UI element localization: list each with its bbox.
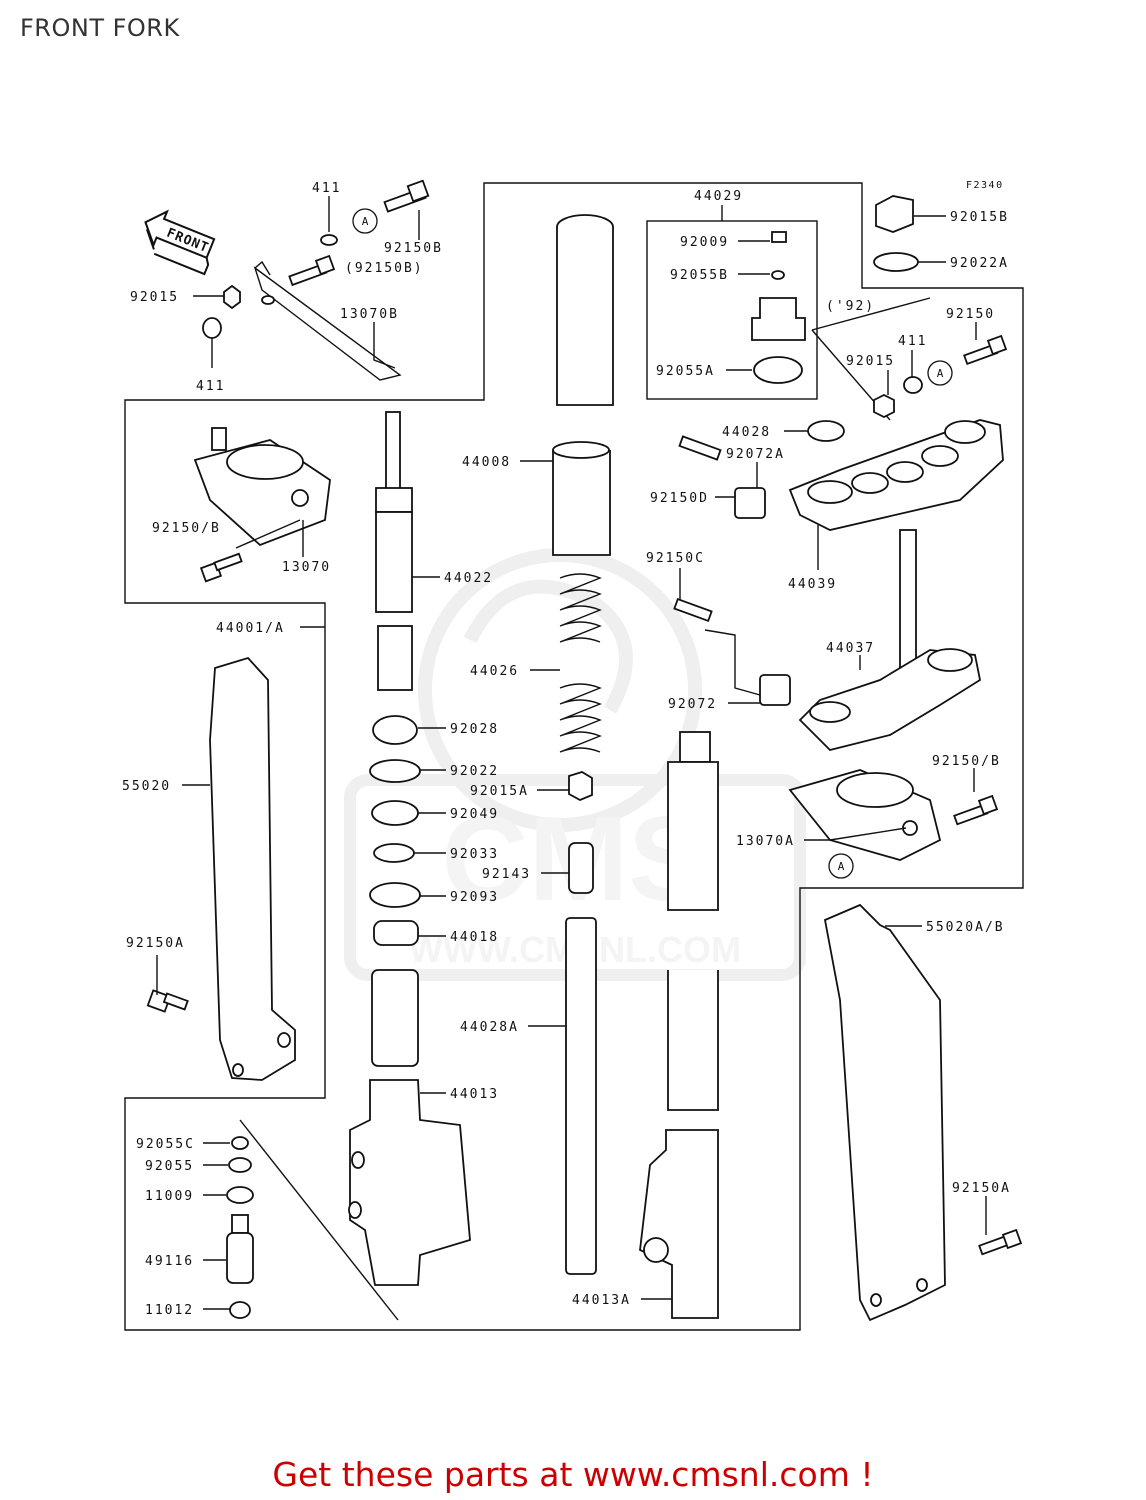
year-variant-note: ('92) xyxy=(826,299,875,314)
reference-marker-a-2: A xyxy=(927,360,953,386)
main-frame-outline xyxy=(124,182,1024,1331)
fork-guard-55020ab-drawing xyxy=(823,903,1023,1322)
part-label: 92022A xyxy=(950,256,1009,271)
part-label: 44013A xyxy=(572,1293,631,1308)
front-direction-arrow: FRONT xyxy=(144,209,216,276)
part-label: 13070B xyxy=(340,307,399,322)
part-label: 44026 xyxy=(470,664,519,679)
part-label: 13070 xyxy=(282,560,331,575)
exploded-parts-diagram: CMS WWW.CMSNL.COM F2340 FRONT ('92) A A … xyxy=(122,179,1024,1331)
part-label: 44001/A xyxy=(216,621,285,636)
lower-clamp-13070a-drawing xyxy=(788,769,999,861)
92-variant-bolts-drawing xyxy=(873,334,1008,419)
upper-clamp-13070-drawing xyxy=(193,427,331,583)
part-label: 92055A xyxy=(656,364,715,379)
part-label: 92015A xyxy=(470,784,529,799)
leader-lines xyxy=(156,196,987,1310)
part-label: 92150B xyxy=(384,241,443,256)
reference-marker-a-2-label: A xyxy=(937,367,944,380)
part-label: 49116 xyxy=(145,1254,194,1269)
part-label: 92009 xyxy=(680,235,729,250)
outer-tube-44008-drawing xyxy=(552,214,614,556)
drain-valve-parts-drawing xyxy=(226,1119,399,1321)
part-label: 44028 xyxy=(722,425,771,440)
part-label: 55020 xyxy=(122,779,171,794)
reference-marker-a-3-label: A xyxy=(838,860,845,873)
part-label: 92028 xyxy=(450,722,499,737)
part-label: 411 xyxy=(898,334,927,349)
cap-bolt-detail-box xyxy=(646,220,818,400)
part-label: 92055 xyxy=(145,1159,194,1174)
reference-marker-a-1-label: A xyxy=(362,215,369,228)
part-label: 92150 xyxy=(946,307,995,322)
part-label: 44028A xyxy=(460,1020,519,1035)
part-label: 92033 xyxy=(450,847,499,862)
part-label: 92150/B xyxy=(932,754,1001,769)
part-label: 92072 xyxy=(668,697,717,712)
damper-rod-column-drawing xyxy=(348,411,471,1286)
lower-bracket-44037-drawing xyxy=(673,529,982,751)
inner-tube-44013a-drawing xyxy=(639,731,719,1319)
part-label: (92150B) xyxy=(345,261,424,276)
part-label: 92143 xyxy=(482,867,531,882)
fork-spring-44026-drawing xyxy=(559,573,602,1275)
part-label: 44018 xyxy=(450,930,499,945)
reference-marker-a-1: A xyxy=(352,208,378,234)
part-label: 92150D xyxy=(650,491,709,506)
part-label: 44022 xyxy=(444,571,493,586)
fork-guard-55020-drawing xyxy=(146,656,296,1081)
part-label: 11009 xyxy=(145,1189,194,1204)
part-label: 92093 xyxy=(450,890,499,905)
part-label: 92072A xyxy=(726,447,785,462)
part-label: 55020A/B xyxy=(926,920,1005,935)
part-label: 92150A xyxy=(126,936,185,951)
stem-nut-washer-drawing xyxy=(873,195,919,272)
part-label: 411 xyxy=(196,379,225,394)
part-label: 11012 xyxy=(145,1303,194,1318)
part-label: 92055C xyxy=(136,1137,195,1152)
part-label: 44039 xyxy=(788,577,837,592)
part-label: 92150A xyxy=(952,1181,1011,1196)
part-label: 44013 xyxy=(450,1087,499,1102)
hose-guide-parts-drawing xyxy=(202,179,430,381)
cap-bolt-parts-drawing xyxy=(751,231,806,384)
page-title: FRONT FORK xyxy=(20,14,180,42)
reference-marker-a-3: A xyxy=(828,853,854,879)
part-label: 44029 xyxy=(694,189,743,204)
part-label: 92015 xyxy=(846,354,895,369)
part-label: 92150/B xyxy=(152,521,221,536)
figure-code: F2340 xyxy=(966,180,1004,191)
part-label: 92055B xyxy=(670,268,729,283)
part-label: 44008 xyxy=(462,455,511,470)
part-label: 44037 xyxy=(826,641,875,656)
part-number-labels: 411 92150B (92150B) 92015 13070B 411 440… xyxy=(122,181,1011,1318)
part-label: 92150C xyxy=(646,551,705,566)
part-label: 13070A xyxy=(736,834,795,849)
part-label: 411 xyxy=(312,181,341,196)
part-label: 92022 xyxy=(450,764,499,779)
part-label: 92015 xyxy=(130,290,179,305)
footer-shop-link[interactable]: Get these parts at www.cmsnl.com ! xyxy=(272,1455,874,1494)
part-label: 92015B xyxy=(950,210,1009,225)
upper-bracket-44039-drawing xyxy=(678,419,1004,531)
part-label: 92049 xyxy=(450,807,499,822)
